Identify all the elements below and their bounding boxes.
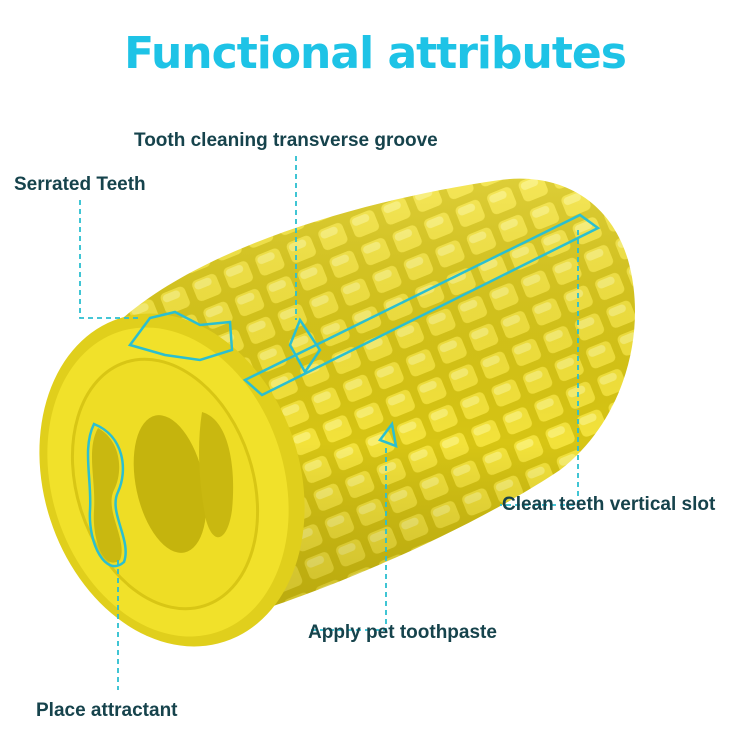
- label-serrated-teeth: Serrated Teeth: [14, 174, 146, 195]
- label-vertical-slot: Clean teeth vertical slot: [502, 494, 716, 515]
- left-slot-hole: [91, 428, 122, 563]
- right-slot-hole: [199, 412, 234, 538]
- center-hole: [133, 415, 207, 553]
- label-place-attractant: Place attractant: [36, 700, 178, 721]
- leader-serrated: [79, 200, 140, 319]
- leader-lines: [79, 156, 579, 690]
- callout-highlights: [86, 213, 601, 568]
- toy-end-cap: [39, 313, 305, 647]
- page-title: Functional attributes: [124, 28, 627, 79]
- label-transverse-groove: Tooth cleaning transverse groove: [134, 130, 438, 151]
- leader-slot: [500, 230, 579, 506]
- label-apply-toothpaste: Apply pet toothpaste: [308, 622, 497, 643]
- leader-toothpaste: [308, 448, 387, 631]
